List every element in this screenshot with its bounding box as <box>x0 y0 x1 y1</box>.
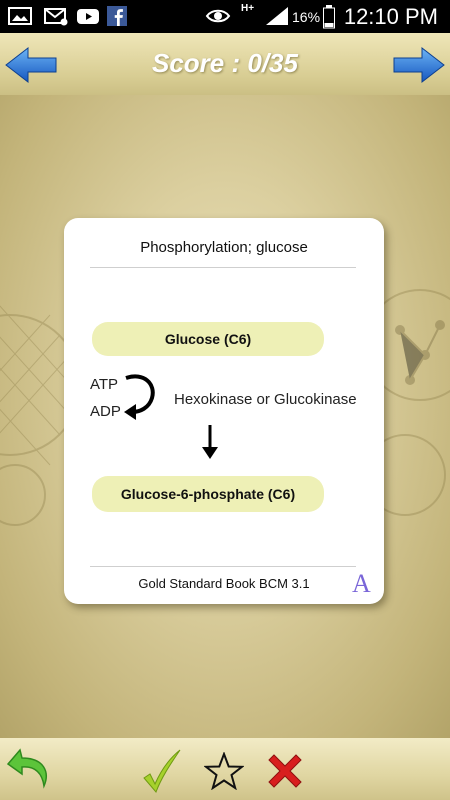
clock: 12:10 PM <box>343 4 438 29</box>
level-badge: A <box>352 569 371 598</box>
header-bar: Score : 0/35 <box>0 33 450 95</box>
network-type: H+ <box>241 3 255 14</box>
eye-icon <box>205 9 231 23</box>
flashcard[interactable]: Phosphorylation; glucose Glucose (C6) AT… <box>64 218 384 604</box>
source-reference: Gold Standard Book BCM 3.1 <box>138 576 310 591</box>
curved-arrow-icon <box>124 374 155 420</box>
back-undo-icon[interactable] <box>6 746 54 792</box>
status-bar: H+ 16% 12:10 PM <box>0 0 450 33</box>
divider-bottom <box>90 566 356 567</box>
adp-label: ADP <box>90 403 121 420</box>
enzyme-label: Hexokinase or Glucokinase <box>174 391 357 408</box>
signal-icon <box>266 7 288 25</box>
mail-icon <box>44 8 68 26</box>
checkmark-icon[interactable] <box>140 748 182 794</box>
down-arrow-icon <box>202 425 218 459</box>
youtube-icon <box>77 9 99 24</box>
right-arrow-icon[interactable] <box>392 46 446 84</box>
divider-top <box>90 267 356 268</box>
star-icon[interactable] <box>204 752 244 790</box>
main-area: Phosphorylation; glucose Glucose (C6) AT… <box>0 95 450 738</box>
atp-label: ATP <box>90 376 119 393</box>
product-box: Glucose-6-phosphate (C6) <box>92 476 324 512</box>
score-label: Score : 0/35 <box>152 48 298 78</box>
image-icon <box>8 7 32 25</box>
left-arrow-icon[interactable] <box>4 46 58 84</box>
battery-icon <box>323 5 335 29</box>
facebook-icon <box>107 6 127 26</box>
cross-icon[interactable] <box>266 752 304 790</box>
footer-bar <box>0 738 450 800</box>
battery-percent: 16% <box>292 9 321 25</box>
substrate-box: Glucose (C6) <box>92 322 324 356</box>
card-title: Phosphorylation; glucose <box>140 239 308 256</box>
